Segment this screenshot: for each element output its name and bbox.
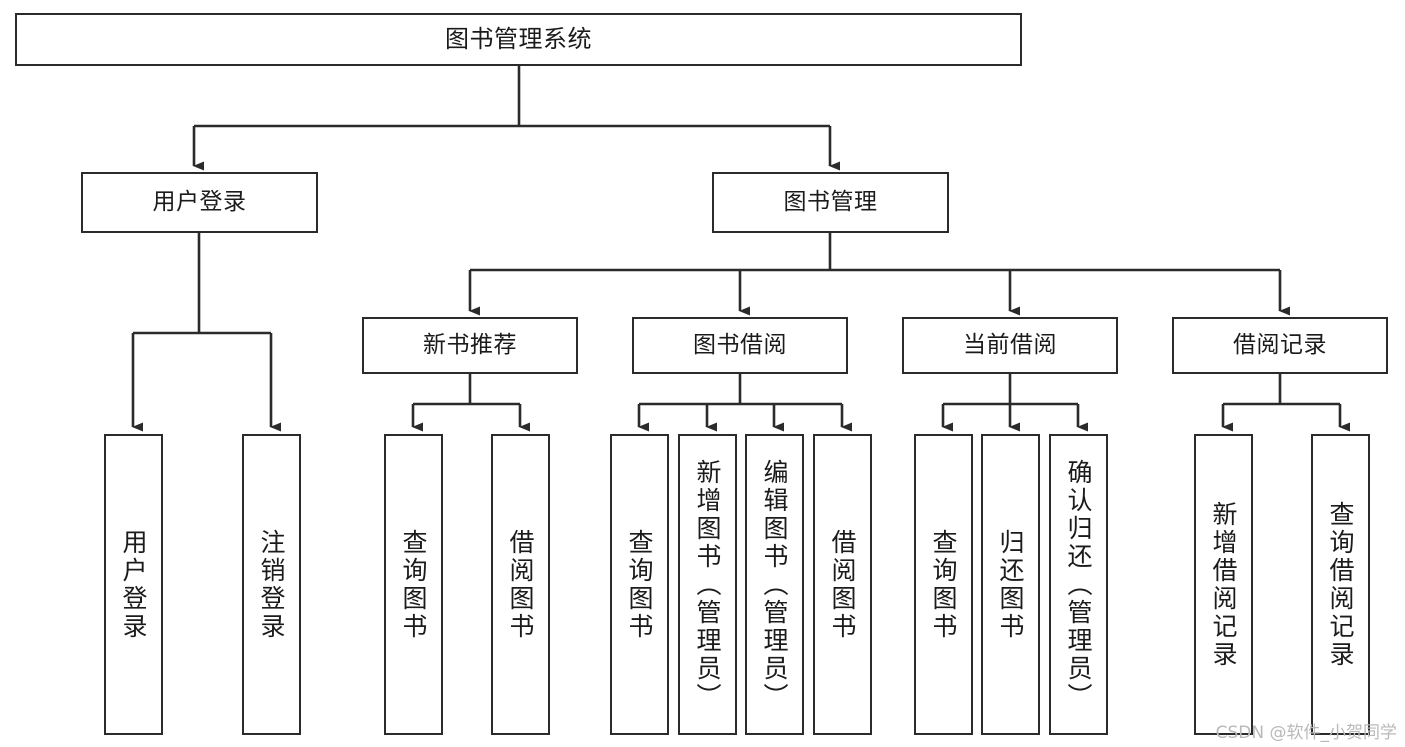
node-leaf-add-book-admin[interactable]: 新增图书（管理员） xyxy=(678,434,737,735)
node-leaf-borrow-book[interactable]: 借阅图书 xyxy=(813,434,872,735)
node-label: 新书推荐 xyxy=(423,331,517,358)
node-label: 查询借阅记录 xyxy=(1326,500,1355,669)
node-label: 查询图书 xyxy=(929,528,958,641)
node-label: 新增图书（管理员） xyxy=(693,458,722,711)
node-label: 编辑图书（管理员） xyxy=(760,458,789,711)
node-label: 图书管理 xyxy=(783,188,878,215)
node-leaf-logout[interactable]: 注销登录 xyxy=(242,434,301,735)
node-label: 用户登录 xyxy=(119,528,148,641)
node-label: 借阅图书 xyxy=(506,528,535,641)
node-label: 用户登录 xyxy=(152,188,247,215)
node-label: 当前借阅 xyxy=(963,331,1057,358)
node-leaf-query-book-current[interactable]: 查询图书 xyxy=(914,434,973,735)
node-leaf-confirm-return-admin[interactable]: 确认归还（管理员） xyxy=(1049,434,1108,735)
node-label: 查询图书 xyxy=(625,528,654,641)
node-label: 确认归还（管理员） xyxy=(1064,458,1093,711)
node-root-book-management-system[interactable]: 图书管理系统 xyxy=(15,13,1022,66)
node-new-book-recommend[interactable]: 新书推荐 xyxy=(362,317,578,374)
node-label: 图书管理系统 xyxy=(445,25,592,54)
csdn-watermark: CSDN @软件_小贺同学 xyxy=(1215,723,1397,743)
node-book-borrow[interactable]: 图书借阅 xyxy=(632,317,848,374)
node-label: 查询图书 xyxy=(399,528,428,641)
node-leaf-user-login[interactable]: 用户登录 xyxy=(104,434,163,735)
node-user-login[interactable]: 用户登录 xyxy=(81,172,318,233)
node-borrow-record[interactable]: 借阅记录 xyxy=(1172,317,1388,374)
node-book-management[interactable]: 图书管理 xyxy=(712,172,949,233)
node-leaf-query-borrow-record[interactable]: 查询借阅记录 xyxy=(1311,434,1370,735)
node-label: 图书借阅 xyxy=(693,331,787,358)
node-leaf-query-book-recommend[interactable]: 查询图书 xyxy=(384,434,443,735)
node-leaf-edit-book-admin[interactable]: 编辑图书（管理员） xyxy=(745,434,804,735)
node-leaf-add-borrow-record[interactable]: 新增借阅记录 xyxy=(1194,434,1253,735)
node-label: 注销登录 xyxy=(257,528,286,641)
node-label: 新增借阅记录 xyxy=(1209,500,1238,669)
node-label: 归还图书 xyxy=(996,528,1025,641)
node-label: 借阅记录 xyxy=(1233,331,1327,358)
node-leaf-borrow-book-recommend[interactable]: 借阅图书 xyxy=(491,434,550,735)
node-leaf-query-book-borrow[interactable]: 查询图书 xyxy=(610,434,669,735)
node-leaf-return-book[interactable]: 归还图书 xyxy=(981,434,1040,735)
node-current-borrow[interactable]: 当前借阅 xyxy=(902,317,1118,374)
node-label: 借阅图书 xyxy=(828,528,857,641)
